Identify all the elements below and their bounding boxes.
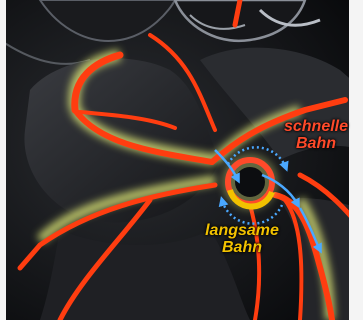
slow-pathway-label-line2: Bahn [198,239,286,256]
slow-pathway-label: langsame Bahn [198,222,286,256]
right-margin [349,0,363,320]
av-node-ring-icon [222,154,278,210]
slow-pathway-label-line1: langsame [198,222,286,239]
fast-pathway-label-line2: Bahn [268,135,363,152]
fast-pathway-label-line1: schnelle [268,118,363,135]
left-margin [0,0,6,320]
fast-pathway-label: schnelle Bahn [268,118,363,152]
